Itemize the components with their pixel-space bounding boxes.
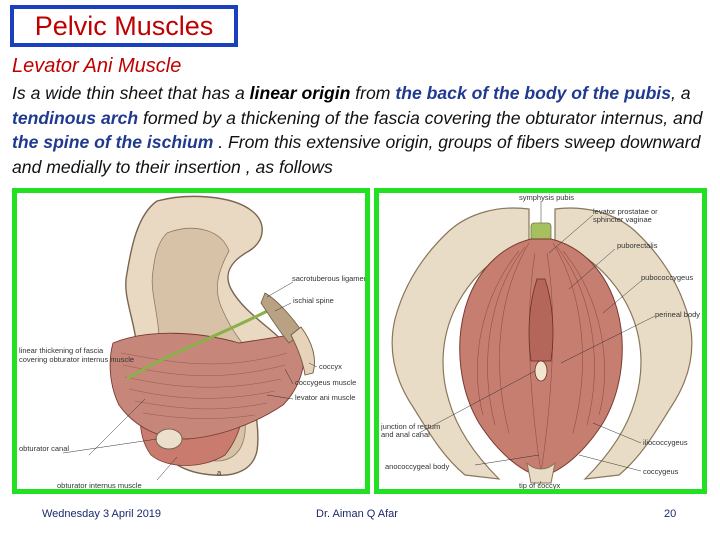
- label-figure-letter: a: [217, 468, 222, 477]
- levator-fibers: [120, 352, 288, 419]
- paragraph-text-2: from: [350, 83, 396, 103]
- footer-page-number: 20: [664, 508, 677, 520]
- pelvic-floor-fibers: [477, 242, 605, 474]
- coccyx-tip-shape: [526, 461, 556, 484]
- footer-date: Wednesday 3 April 2019: [42, 508, 162, 520]
- title-box: Pelvic Muscles: [10, 5, 238, 47]
- label-coccygeus: coccygeus: [643, 467, 679, 476]
- label-ischial-spine: ischial spine: [293, 296, 334, 305]
- paragraph-text-3: , a: [671, 83, 691, 103]
- paragraph-bold-linear-origin: linear origin: [249, 83, 351, 103]
- pelvic-bone-left: [391, 207, 530, 480]
- label-anococcygeal-body: anococcygeal body: [385, 462, 449, 471]
- slide-title: Pelvic Muscles: [34, 10, 214, 41]
- leader-lines-right: [418, 201, 656, 487]
- paragraph-highlight-pubis: the back of the body of the pubis: [395, 83, 671, 103]
- label-obturator-internus-muscle: obturator internus muscle: [57, 481, 142, 489]
- paragraph-text-4: formed by a thickening of the fascia cov…: [138, 107, 703, 128]
- label-linear-thickening-line1: linear thickening of fascia: [19, 346, 104, 355]
- anorectal-junction: [534, 360, 548, 382]
- paragraph-text-1: Is a wide thin sheet that has a: [12, 83, 250, 103]
- label-tip-of-coccyx: tip of coccyx: [519, 481, 561, 489]
- figure-left-lateral-view: sacrotuberous ligament ischial spine lin…: [12, 188, 370, 494]
- paragraph-highlight-tendinous-arch: tendinous arch: [12, 107, 139, 128]
- footer-author: Dr. Aiman Q Afar: [316, 508, 398, 520]
- leader-lines-left: [62, 281, 318, 481]
- obturator-canal-oval: [155, 428, 183, 450]
- label-obturator-canal: obturator canal: [19, 444, 69, 453]
- slide-subtitle: Levator Ani Muscle: [12, 55, 182, 77]
- label-levator-prostatae-line2: sphincter vaginae: [593, 215, 652, 224]
- pelvic-bone-right: [554, 207, 693, 480]
- label-linear-thickening-line2: covering obturator internus muscle: [19, 355, 134, 364]
- label-coccyx: coccyx: [319, 362, 342, 371]
- label-perineal-body: perineal body: [655, 310, 700, 319]
- figure-right-superior-view: symphysis pubis levator prostatae or sph…: [374, 188, 707, 494]
- pelvis-lateral-illustration: sacrotuberous ligament ischial spine lin…: [19, 195, 365, 489]
- tendinous-arch-line: [126, 303, 280, 381]
- body-paragraph: Is a wide thin sheet that has a linear o…: [12, 81, 712, 179]
- label-iliococcygeus: iliococcygeus: [643, 438, 688, 447]
- label-pubococcygeus: pubococcygeus: [641, 273, 693, 282]
- label-sacrotuberous-ligament: sacrotuberous ligament: [292, 274, 365, 283]
- label-coccygeus-muscle: coccygeus muscle: [295, 378, 356, 387]
- label-puborectalis: puborectalis: [617, 241, 658, 250]
- label-levator-prostatae-line1: levator prostatae or: [593, 207, 658, 216]
- label-junction-line1: junction of rectum: [380, 422, 440, 431]
- levator-ani-shape: [109, 332, 306, 440]
- paragraph-highlight-ischium: the spine of the ischium: [12, 132, 214, 152]
- label-symphysis-pubis: symphysis pubis: [519, 193, 574, 202]
- label-levator-ani-muscle: levator ani muscle: [295, 393, 355, 402]
- coccyx-shape: [290, 326, 315, 376]
- paragraph-text-5: . From this extensive origin, groups of …: [12, 132, 701, 177]
- label-junction-line2: and anal canal: [381, 430, 430, 439]
- symphysis-pubis-shape: [530, 222, 552, 242]
- coccygeus-shape: [260, 292, 304, 344]
- central-opening: [528, 278, 554, 362]
- pelvic-floor-illustration: symphysis pubis levator prostatae or sph…: [380, 193, 700, 489]
